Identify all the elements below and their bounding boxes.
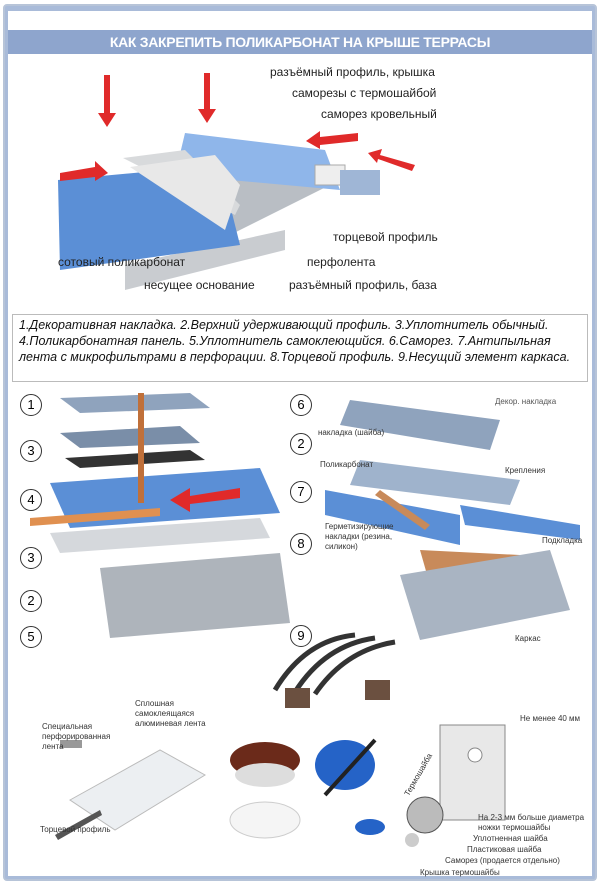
label-profile-cover: разъёмный профиль, крышка (270, 65, 435, 79)
label-cellular-polycarbonate: сотовый поликарбонат (58, 255, 186, 269)
label-polycarbonate: Поликарбонат (320, 460, 374, 469)
label-perforated-tape-special: Специальная перфорированная лента (42, 722, 111, 751)
label-plastic-washer: Пластиковая шайба (467, 845, 542, 854)
legend-text: 1.Декоративная накладка. 2.Верхний удерж… (12, 314, 588, 382)
label-sealing-washer: Уплотненная шайба (473, 834, 548, 843)
label-washer-cover: накладка (шайба) (318, 428, 385, 437)
top-diagram-illustration (58, 73, 415, 290)
callout-1: 1 (20, 394, 42, 416)
arched-profiles-illustration (272, 632, 396, 708)
label-sealing-strips: Герметизирующие накладки (резина, силико… (325, 522, 394, 551)
label-solid-aluminium-tape: Сплошная самоклеящаяся алюминевая лента (135, 699, 206, 728)
label-min-40mm: Не менее 40 мм (520, 714, 581, 723)
callout-3: 3 (20, 440, 42, 462)
label-perforated-tape: перфолента (307, 255, 376, 269)
label-screw-sold-separately: Саморез (продается отдельно) (445, 856, 560, 865)
label-profile-base: разъёмный профиль, база (289, 278, 437, 292)
callout-5: 5 (20, 626, 42, 648)
label-end-profile-bottom: Торцевой профиль (40, 825, 111, 834)
exploded-view-illustration (30, 393, 290, 638)
label-fasteners: Крепления (505, 466, 546, 475)
label-decor-cover: Декор. накладка (495, 397, 557, 406)
right-diagram-illustration (325, 400, 580, 640)
callout-3b: 3 (20, 547, 42, 569)
label-hole-diameter: На 2-3 мм больше диаметра ножки термошай… (478, 813, 585, 832)
label-frame: Каркас (515, 634, 541, 643)
label-support-base: несущее основание (144, 278, 255, 292)
label-end-profile: торцевой профиль (333, 230, 438, 244)
callout-2b: 2 (20, 590, 42, 612)
end-profile-panel-illustration (55, 740, 206, 840)
page-title: КАК ЗАКРЕПИТЬ ПОЛИКАРБОНАТ НА КРЫШЕ ТЕРР… (8, 30, 592, 54)
thermowasher-scheme-illustration (405, 724, 506, 847)
callout-7: 7 (290, 481, 312, 503)
callout-8: 8 (290, 533, 312, 555)
callout-9: 9 (290, 625, 312, 647)
label-washer-cap: Крышка термошайбы (420, 868, 500, 877)
thermowashers-illustration (229, 738, 385, 839)
label-screws-thermowasher: саморезы с термошайбой (292, 86, 437, 100)
callout-6: 6 (290, 394, 312, 416)
label-underlay: Подкладка (542, 536, 583, 545)
callout-4: 4 (20, 489, 42, 511)
callout-2: 2 (290, 433, 312, 455)
label-roofing-screw: саморез кровельный (321, 107, 437, 121)
